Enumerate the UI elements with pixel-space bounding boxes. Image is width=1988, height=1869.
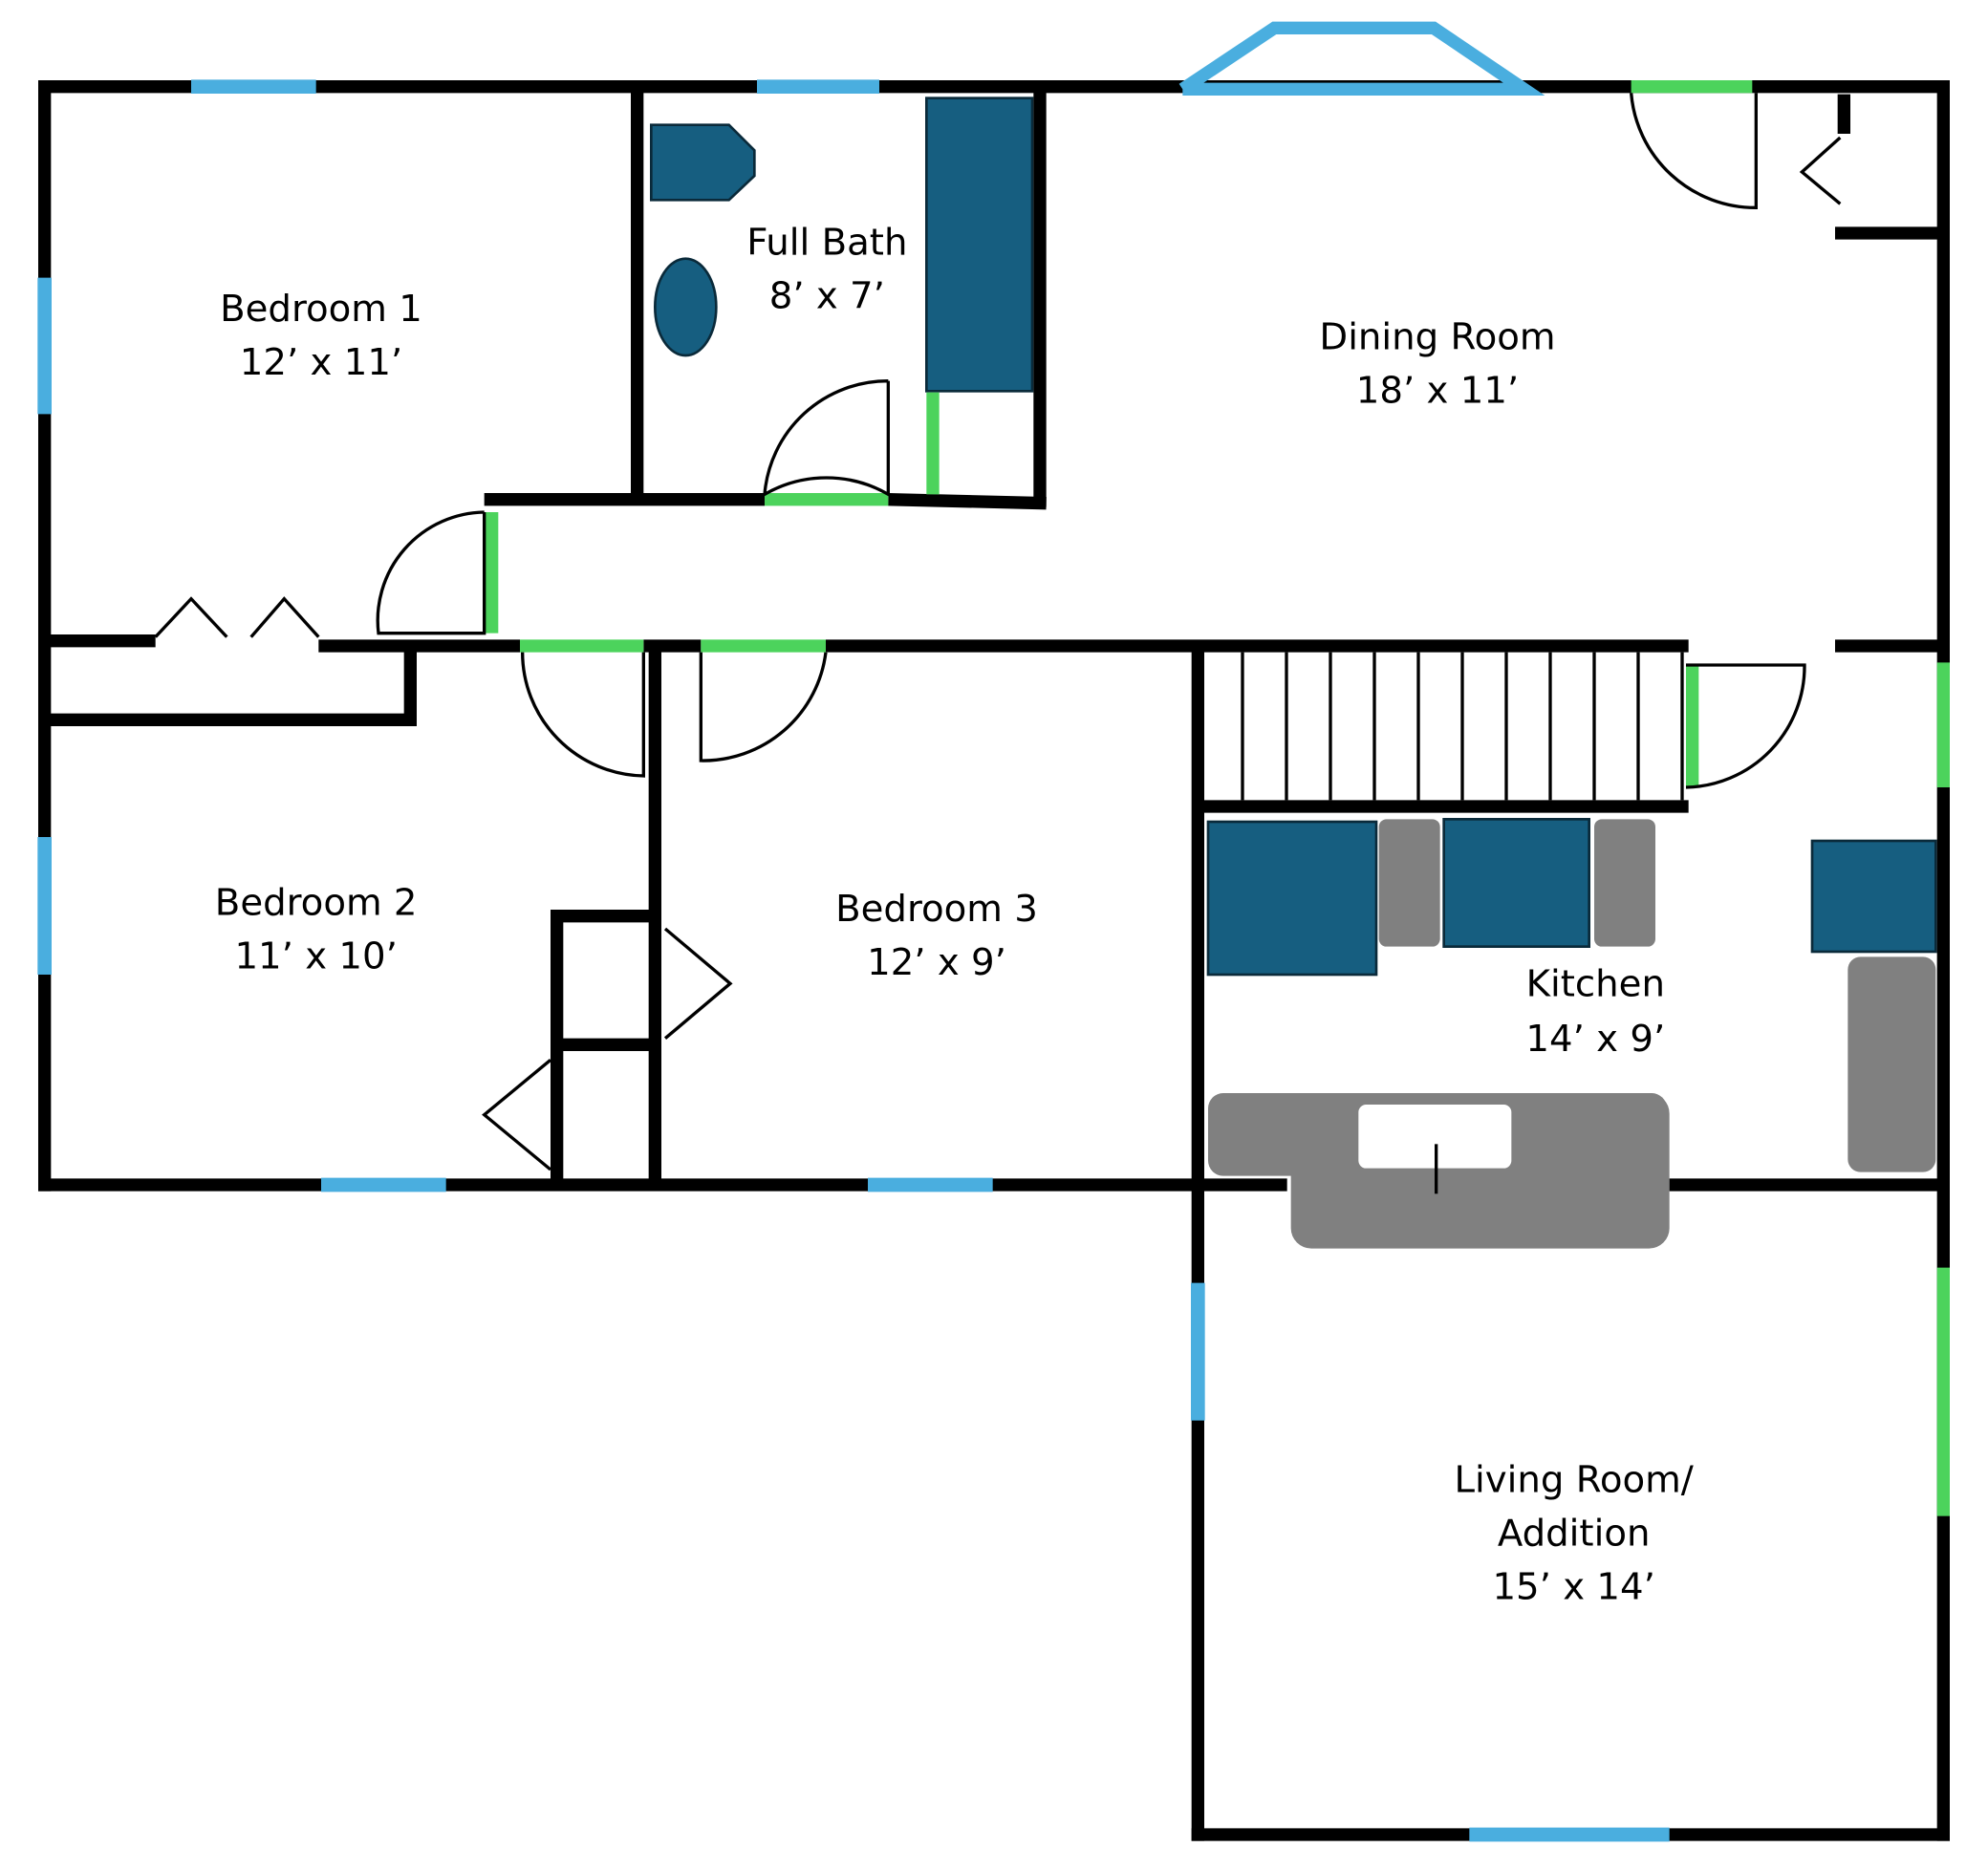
room-size-bedroom-1: 12’ x 11’ [240, 341, 402, 384]
door-swing [482, 1059, 552, 1171]
door-swing [663, 927, 733, 1040]
range [1442, 818, 1590, 948]
room-size-living-room: 15’ x 14’ [1492, 1565, 1654, 1608]
door-swings [154, 93, 1842, 1171]
door-swing [699, 652, 828, 763]
kitchen-sink [1358, 1105, 1512, 1169]
door-swing [1630, 93, 1758, 210]
room-name-bedroom-3: Bedroom 3 [835, 888, 1038, 931]
room-size-kitchen: 14’ x 9’ [1525, 1018, 1665, 1061]
room-size-dining-room: 18’ x 11’ [1356, 369, 1519, 412]
door-swing [521, 652, 645, 778]
bathtub [924, 97, 1034, 393]
room-name-kitchen: Kitchen [1526, 963, 1665, 1006]
door-swing [763, 378, 890, 498]
room-name-living-room: Living Room/ [1455, 1458, 1695, 1501]
dishwasher [1810, 839, 1937, 954]
fixtures [650, 97, 1937, 1249]
room-name-dining-room: Dining Room [1319, 315, 1555, 358]
room-name-full-bath: Full Bath [746, 222, 907, 265]
door-swing [376, 510, 486, 635]
door-swing [154, 596, 228, 638]
room-name-bedroom-1: Bedroom 1 [220, 288, 422, 331]
room-size-bedroom-2: 11’ x 10’ [234, 934, 397, 977]
door-swing [1685, 663, 1806, 789]
counter [1594, 819, 1655, 947]
bath-sink [653, 257, 718, 357]
counter [1848, 956, 1936, 1172]
room-name-bedroom-2: Bedroom 2 [215, 881, 418, 924]
openings [37, 21, 1950, 1842]
room-labels: Bedroom 1 12’ x 11’ Full Bath 8’ x 7’ Di… [215, 222, 1695, 1609]
door-swing [1799, 136, 1842, 205]
counter [1378, 819, 1440, 947]
room-size-bedroom-3: 12’ x 9’ [867, 941, 1006, 984]
door-swing [249, 596, 320, 638]
toilet-tank [650, 123, 756, 202]
room-size-full-bath: 8’ x 7’ [769, 275, 885, 318]
wall [888, 493, 1047, 510]
bay-window [1178, 21, 1545, 96]
room-name-living-room-line2: Addition [1498, 1512, 1651, 1555]
refrigerator [1206, 820, 1378, 977]
